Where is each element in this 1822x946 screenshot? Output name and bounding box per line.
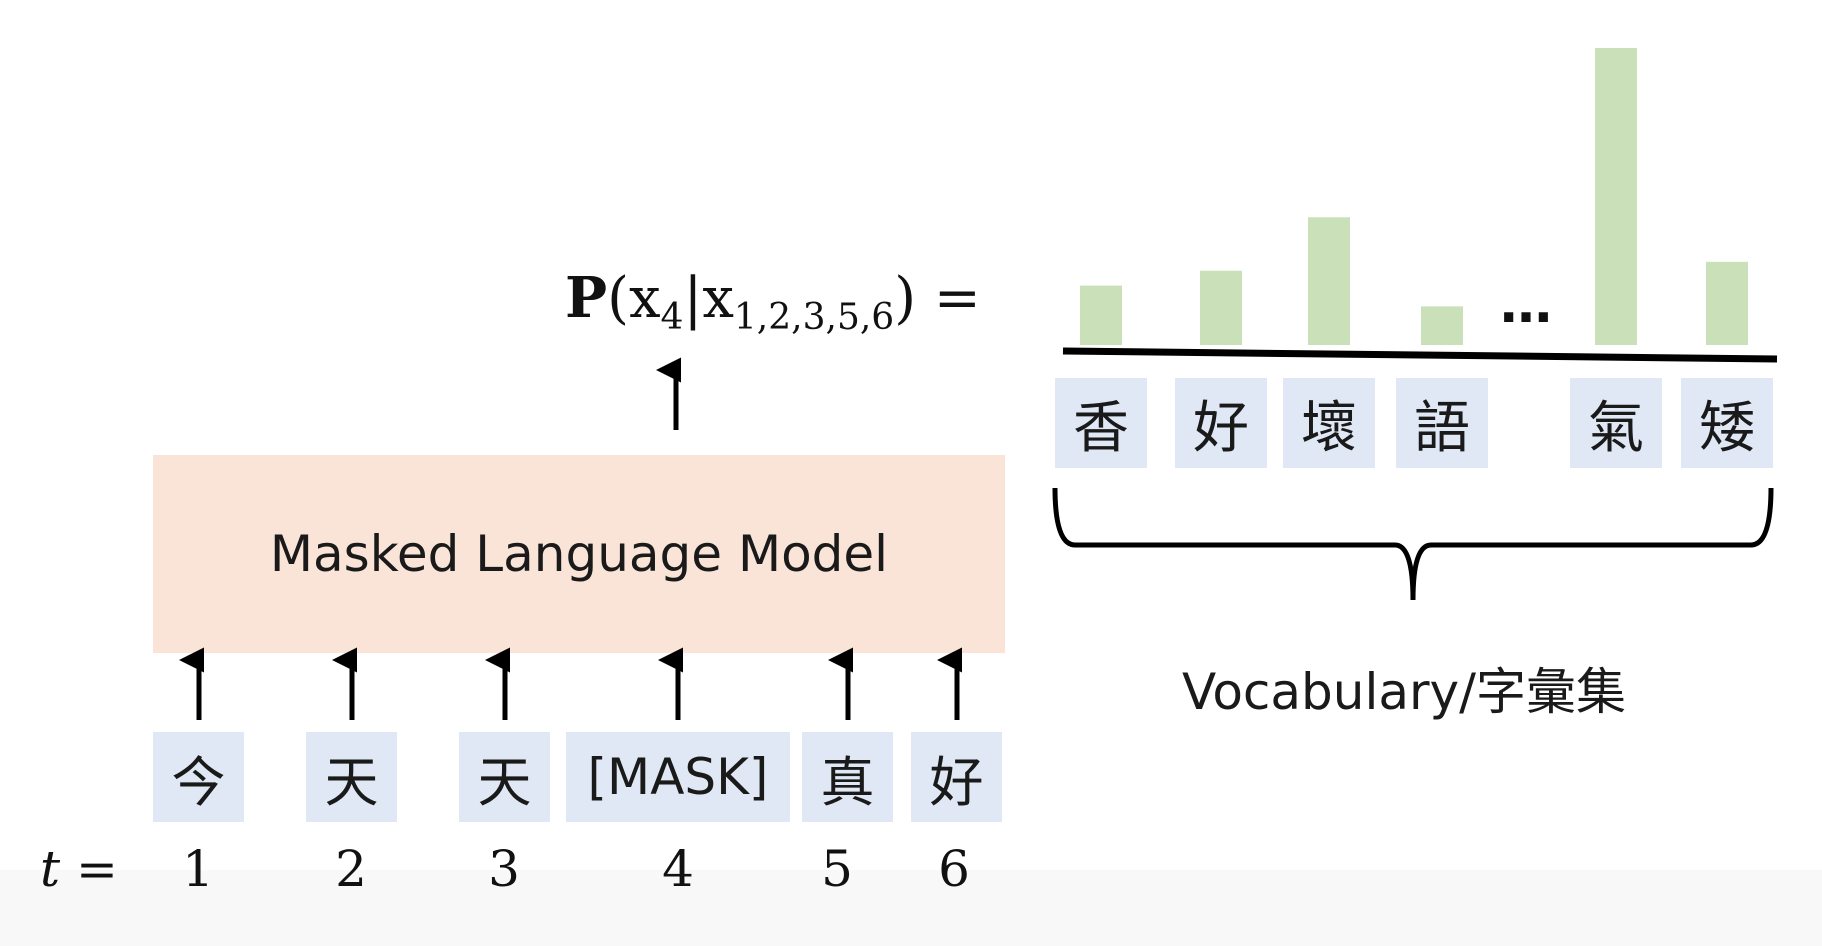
- vocab-token-1: 香: [1055, 378, 1147, 468]
- input-token-mask: [MASK]: [566, 732, 790, 822]
- input-token-3: 天: [459, 732, 550, 822]
- input-token-5: 真: [802, 732, 893, 822]
- probability-bar-5: [1595, 48, 1637, 345]
- vocab-token-2: 好: [1175, 378, 1267, 468]
- vocab-token-6: 矮: [1681, 378, 1773, 468]
- formula-close: ) =: [894, 266, 981, 331]
- probability-bar-2: [1200, 270, 1242, 345]
- time-step-5: 5: [821, 840, 853, 898]
- time-step-6: 6: [938, 840, 970, 898]
- time-equals: =: [60, 840, 118, 898]
- target-subscript: 4: [660, 297, 684, 338]
- time-axis-label: t =: [40, 840, 118, 898]
- time-step-2: 2: [335, 840, 367, 898]
- chart-bars: [1080, 48, 1748, 345]
- bottom-band: [0, 870, 1822, 946]
- ellipsis: …: [1500, 275, 1554, 335]
- vocab-token-4: 語: [1396, 378, 1488, 468]
- model-label: Masked Language Model: [269, 525, 889, 583]
- probability-formula: P(x4|x1,2,3,5,6) =: [565, 265, 981, 338]
- probability-bar-6: [1706, 261, 1748, 345]
- input-token-6: 好: [911, 732, 1002, 822]
- input-token-2: 天: [306, 732, 397, 822]
- vocab-token-5: 氣: [1570, 378, 1662, 468]
- chart-baseline: [1062, 347, 1778, 363]
- probability-symbol: P: [565, 265, 608, 331]
- time-step-4: 4: [662, 840, 694, 898]
- vocabulary-caption: Vocabulary/字彙集: [1182, 663, 1626, 721]
- formula-open: (x: [607, 266, 661, 331]
- vocab-token-3: 壞: [1283, 378, 1375, 468]
- formula-given: |x: [683, 266, 734, 331]
- vocabulary-brace: [1052, 487, 1774, 601]
- input-token-1: 今: [153, 732, 244, 822]
- masked-language-model-box: Masked Language Model: [153, 455, 1005, 653]
- probability-bar-3: [1308, 217, 1350, 345]
- probability-bar-1: [1080, 285, 1122, 345]
- time-variable: t: [40, 840, 61, 898]
- time-step-3: 3: [488, 840, 520, 898]
- time-step-1: 1: [182, 840, 214, 898]
- context-subscript: 1,2,3,5,6: [733, 297, 895, 338]
- probability-bar-4: [1421, 306, 1463, 345]
